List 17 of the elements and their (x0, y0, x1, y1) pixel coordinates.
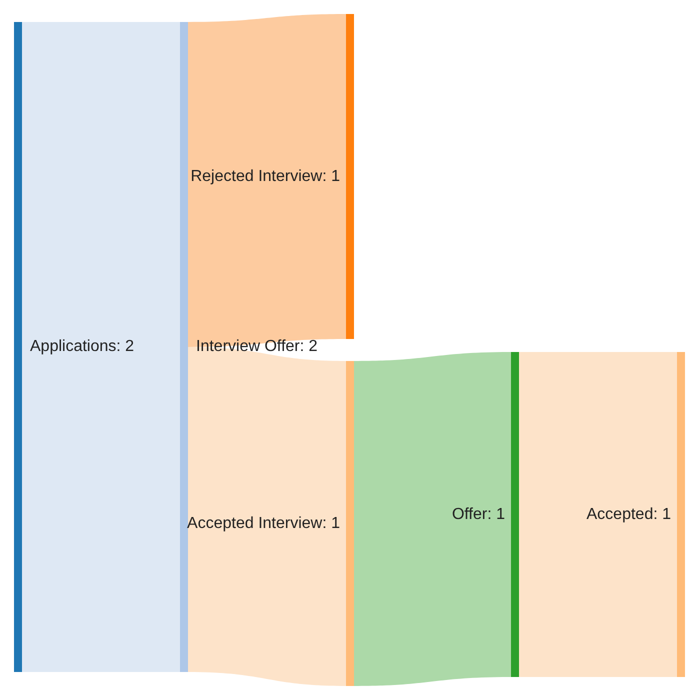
node-label: Rejected Interview: 1 (190, 166, 340, 186)
node-label: Interview Offer: 2 (196, 337, 318, 357)
flow-band (188, 14, 346, 347)
flow-band (354, 352, 511, 686)
node-bar (14, 22, 22, 672)
node-bar (346, 14, 354, 339)
node-label: Accepted: 1 (586, 504, 671, 524)
node-bar (346, 361, 354, 686)
flow-band (188, 347, 346, 686)
flow-band (22, 22, 180, 672)
node-label: Applications: 2 (30, 337, 134, 357)
node-label: Offer: 1 (452, 504, 505, 524)
node-label: Accepted Interview: 1 (187, 514, 340, 534)
node-bar (180, 22, 188, 672)
node-bar (677, 352, 685, 677)
flow-band (519, 352, 677, 677)
node-bar (511, 352, 519, 677)
